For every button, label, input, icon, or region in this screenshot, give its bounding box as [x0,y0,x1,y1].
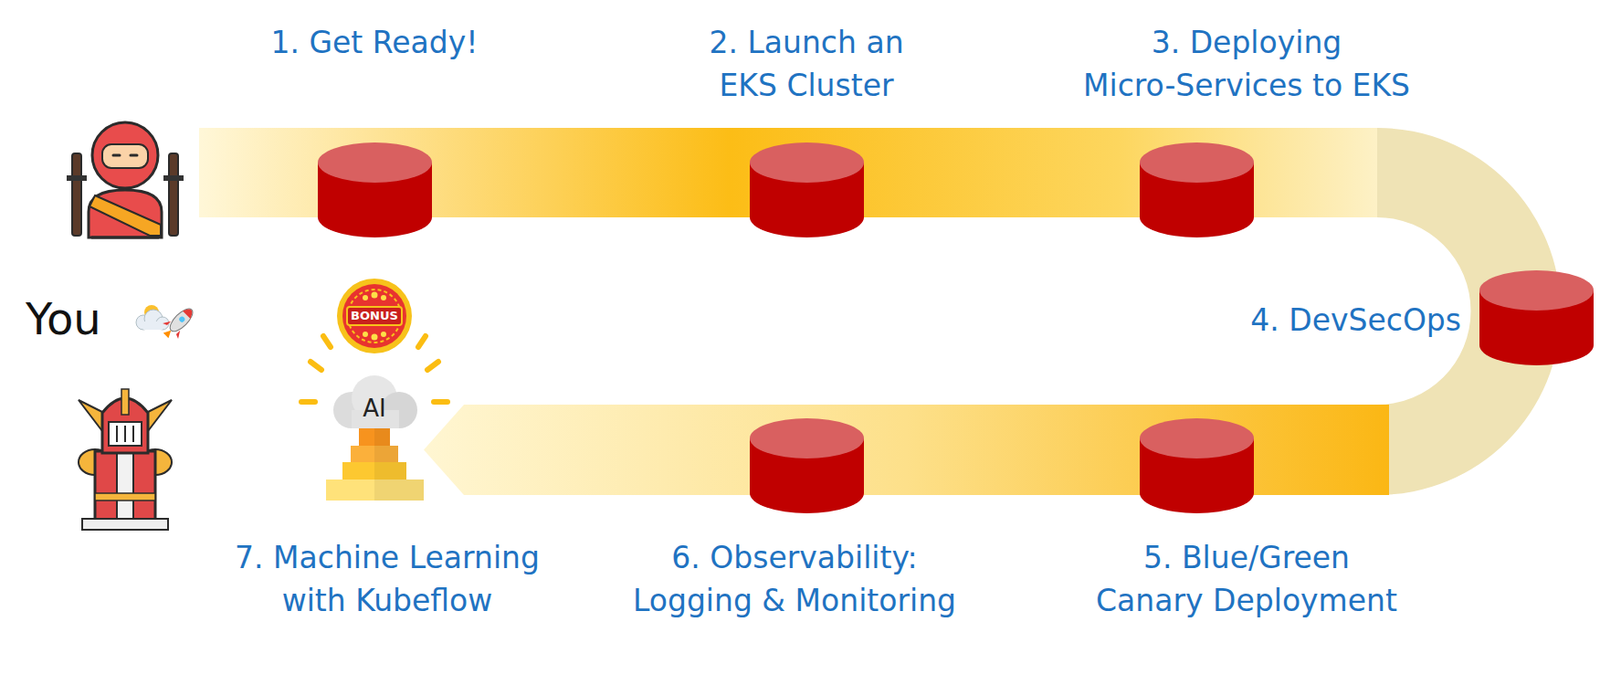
weather-rocket-icons-part-part [182,305,196,319]
milestone-node: 1. Get Ready! [317,142,432,238]
weather-rocket-icons-part-part [166,305,197,336]
milestone-node: 4. DevSecOps [1479,270,1594,366]
milestone-node: 6. Observability:Logging & Monitoring [749,418,864,514]
ninja-figure-part [102,144,148,169]
trophy-text: AI [362,394,386,422]
step-heading: 3. DeployingMicro-Services to EKS [1083,21,1411,107]
ninja-figure [66,122,184,238]
ninja-figure-part [88,189,162,238]
cylinder-top [1139,142,1254,183]
cylinder-top [317,142,432,183]
cylinder-shape [1139,418,1254,514]
light-rays-part [301,399,316,405]
you-label: You [25,292,102,346]
step-heading: 2. Launch anEKS Cluster [708,21,904,107]
bonus-trophy-part-part [371,292,379,299]
cylinder-shape [1139,142,1254,238]
weather-rocket-icons [136,302,200,344]
bonus-trophy-part-part [362,294,369,301]
cylinder-shape [317,142,432,238]
ninja-figure-part [72,153,82,236]
bonus-trophy-part [374,428,390,446]
ninja-figure-part [163,175,184,181]
weather-rocket-icons-part-part [178,315,186,323]
bonus-trophy-part [336,278,412,354]
cylinder-shape [1479,270,1594,366]
cylinder-top [749,418,864,459]
knight-figure-part [82,518,169,530]
light-rays-part [418,336,426,348]
cylinder-shape [749,142,864,238]
cylinder-top [1139,418,1254,459]
step-heading: 6. Observability:Logging & Monitoring [632,536,957,622]
light-rays-part [310,361,322,370]
knight-figure-part [132,425,135,443]
ninja-figure-part [113,154,120,158]
step-heading: 1. Get Ready! [271,21,479,64]
weather-rocket-icons-part [157,302,200,344]
weather-rocket-icons-part-part [175,330,184,339]
step-heading: 5. Blue/GreenCanary Deployment [1095,536,1398,622]
bonus-trophy-part [347,306,402,326]
weather-rocket-icons-part-part [162,317,171,327]
ninja-figure-part [168,153,179,236]
step-heading: 4. DevSecOps [1250,298,1462,342]
ninja-figure-part [66,175,87,181]
light-rays-part [427,361,439,370]
light-rays-part [433,399,448,405]
bonus-trophy-part [342,284,407,348]
bonus-label: BONUS [350,308,399,324]
bonus-trophy-part [374,445,399,463]
bonus-trophy-part-part [380,294,387,301]
bonus-trophy-part [347,289,401,343]
trophy-node: 7. Machine Learningwith KubeflowAI [324,347,425,503]
milestone-node: 3. DeployingMicro-Services to EKS [1139,142,1254,238]
knight-figure-part [108,421,142,446]
knight-figure [78,389,172,530]
bonus-trophy-part [326,479,424,501]
bonus-trophy-part [342,462,407,480]
bonus-trophy-part [350,445,399,463]
knight-figure-part [116,451,134,521]
ninja-figure-part [91,236,159,240]
milestone-node: 5. Blue/GreenCanary Deployment [1139,418,1254,514]
cylinder-top [1479,270,1594,311]
cylinder-shape [749,418,864,514]
knight-figure-part [121,389,129,415]
road [199,127,1561,495]
knight-figure-part [94,493,156,501]
knight-figure-part [124,425,127,443]
bonus-trophy [301,278,448,501]
ninja-figure-part [92,122,158,189]
ninja-figure-part [89,195,161,236]
light-rays-part [323,336,331,348]
ninja-figure-part [130,154,137,158]
bonus-trophy-part-part [371,334,379,341]
bonus-trophy-part [374,462,407,480]
bonus-trophy-part-part [380,331,387,337]
bonus-trophy-part-part [362,331,369,337]
bonus-trophy-part [358,428,390,446]
weather-rocket-icons-part [143,321,163,330]
milestone-node: 2. Launch anEKS Cluster [749,142,864,238]
knight-figure-part [94,451,156,521]
knight-figure-part [115,425,118,443]
bonus-trophy-part [374,479,424,501]
cylinder-top [749,142,864,183]
step-heading: 7. Machine Learningwith Kubeflow [234,536,540,622]
